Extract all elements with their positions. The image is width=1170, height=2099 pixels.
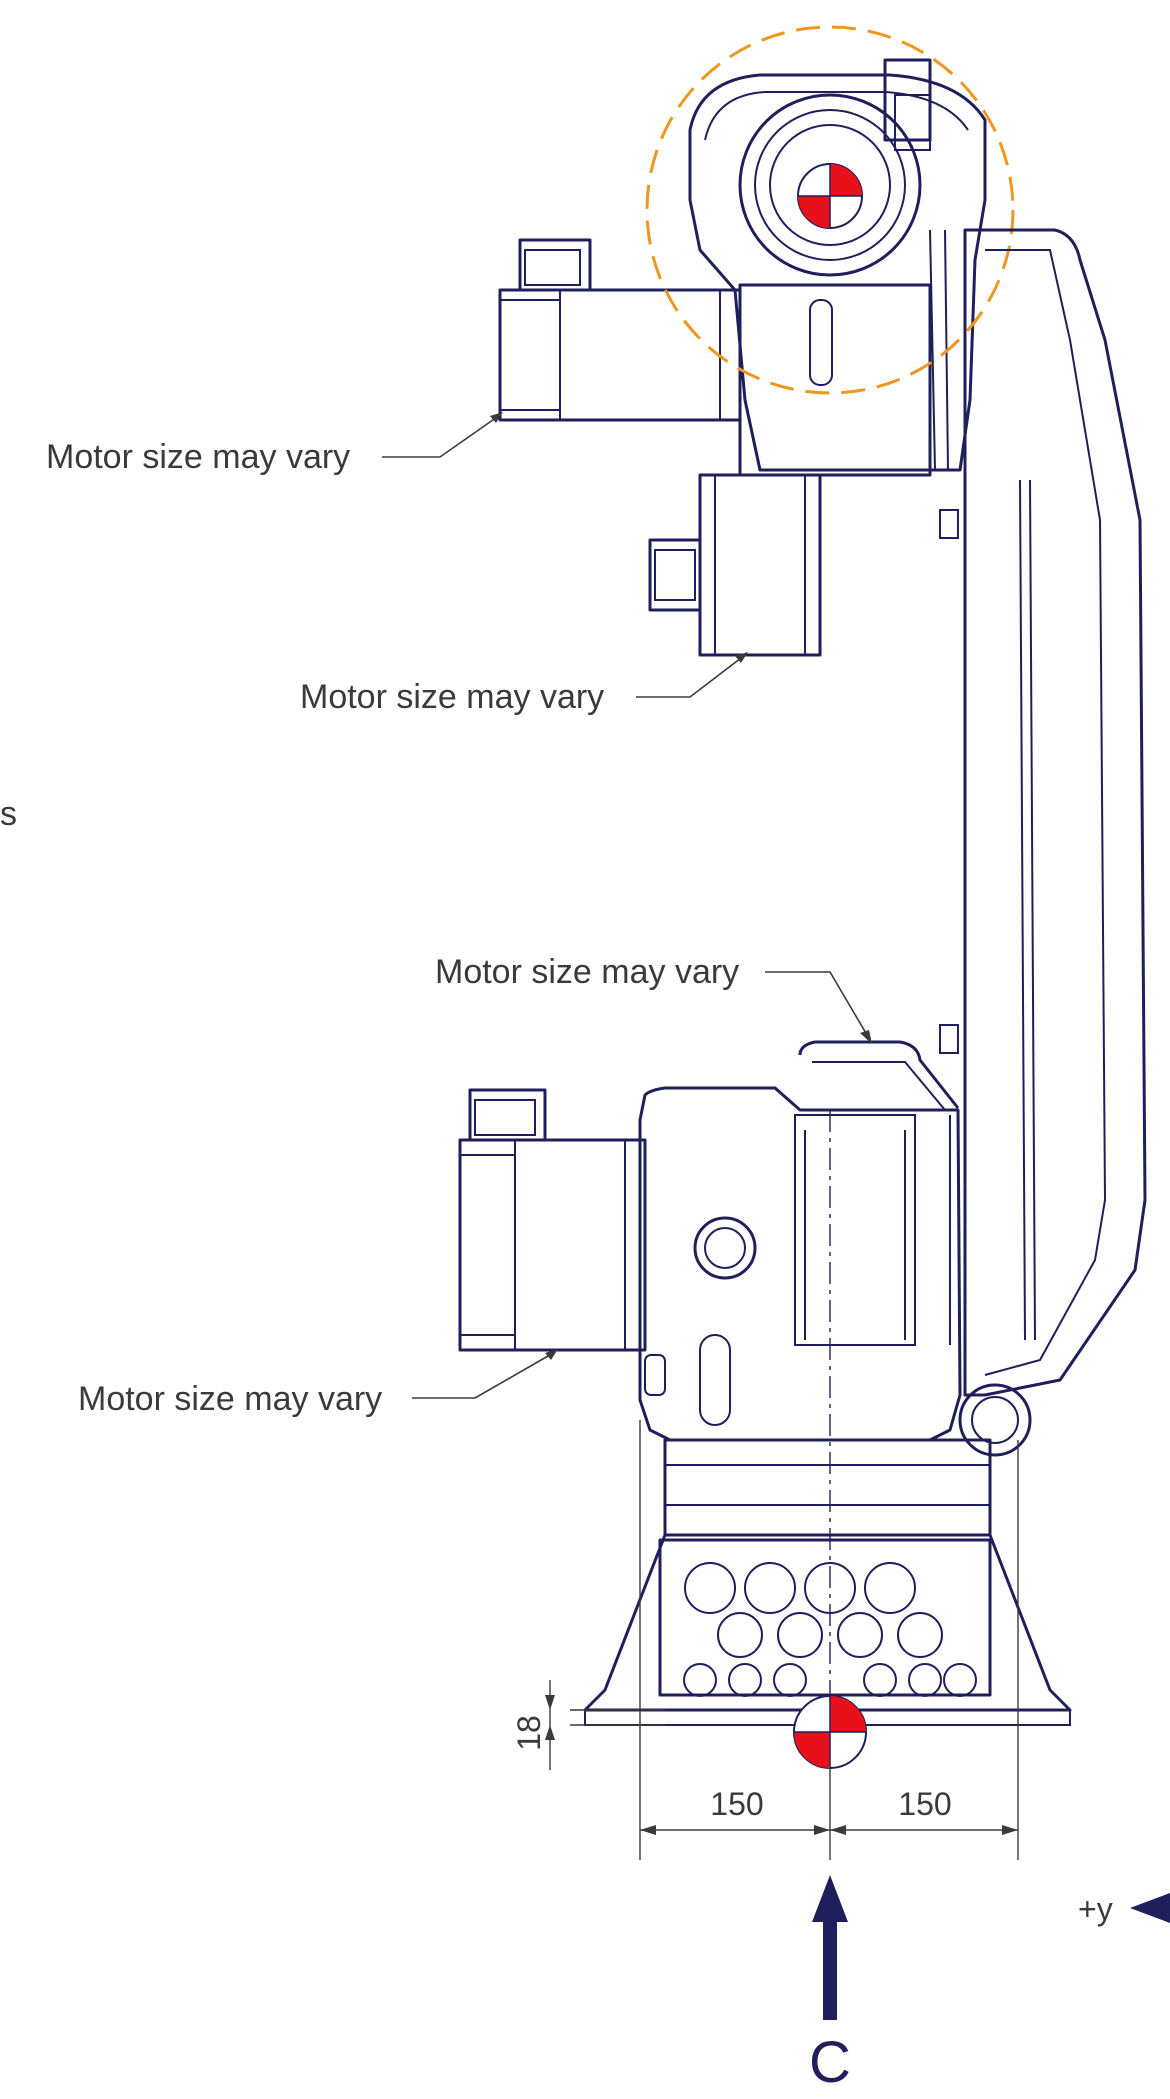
motor-label-upper-arm: Motor size may vary <box>300 678 604 716</box>
cog-marker-lower <box>793 1695 867 1769</box>
right-width-dimension: 150 <box>898 1786 951 1822</box>
view-letter: C <box>809 2030 851 2095</box>
height-dimension: 18 <box>511 1715 547 1751</box>
dimension-lines <box>545 1420 1019 1860</box>
motor-label-column-top: Motor size may vary <box>435 953 739 991</box>
main-arm <box>939 228 1147 1397</box>
cog-marker-upper <box>797 163 863 229</box>
left-width-dimension: 150 <box>710 1786 763 1822</box>
highlight-circle <box>645 25 1015 395</box>
base-connectors <box>683 1562 977 1697</box>
axis-label-y: +y <box>1078 1891 1113 1927</box>
motor-label-wrist: Motor size may vary <box>46 438 350 476</box>
base-column <box>458 1040 1072 1726</box>
leader-lines <box>382 412 872 1399</box>
wrist-assembly <box>498 58 987 657</box>
motor-label-base: Motor size may vary <box>78 1380 382 1418</box>
view-direction-arrow <box>812 1875 848 2020</box>
axis-arrow <box>1130 1893 1170 1923</box>
cut-off-label-fragment: s <box>0 795 17 833</box>
